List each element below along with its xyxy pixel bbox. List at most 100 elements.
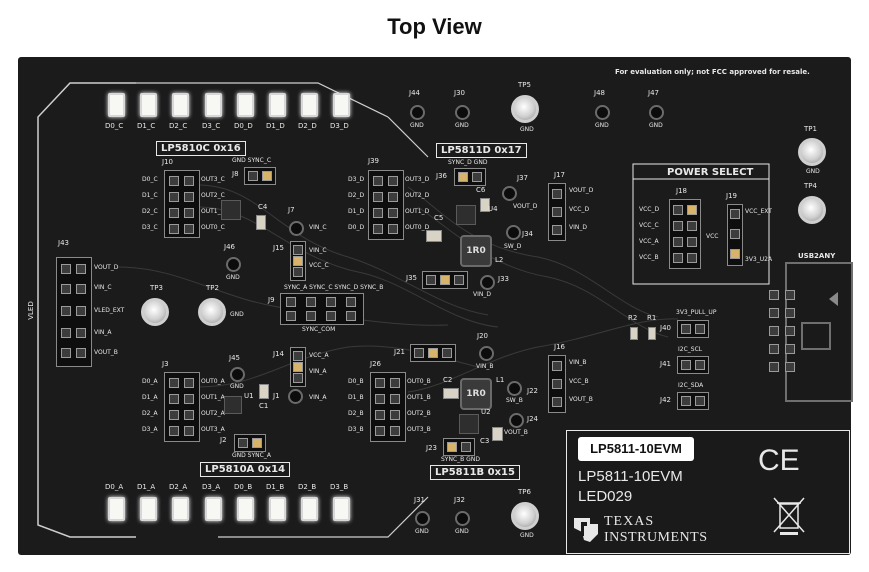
capacitor-c4 <box>256 215 266 230</box>
net-label: VIN_D <box>569 224 587 231</box>
net-label: VLED_EXT <box>94 307 125 314</box>
gnd-pin[interactable] <box>230 367 245 382</box>
net-label: VIN_A <box>309 368 327 375</box>
test-point-tp1[interactable] <box>798 138 826 166</box>
ref-u1: U1 <box>244 392 254 400</box>
ref-c1: C1 <box>259 402 269 410</box>
led-d3-d <box>333 93 350 117</box>
ref-j43: J43 <box>58 239 69 247</box>
jumper-j2[interactable] <box>234 434 266 452</box>
pin-label: VCC_C <box>639 222 659 229</box>
led-label: D3_A <box>202 483 221 491</box>
ref-j47: J47 <box>648 89 659 97</box>
jumper-j19[interactable] <box>727 204 743 266</box>
gnd-pin[interactable] <box>226 257 241 272</box>
ref-j22: J22 <box>527 387 538 395</box>
ref-j48: J48 <box>594 89 605 97</box>
pin-j20[interactable] <box>479 346 494 361</box>
jumper-j35[interactable] <box>422 271 468 289</box>
jumper-j40[interactable] <box>677 320 709 338</box>
net-label: SW_D <box>504 243 522 250</box>
pin-j34[interactable] <box>506 225 521 240</box>
led-label: D0_C <box>105 122 124 130</box>
ref-j24: J24 <box>527 415 538 423</box>
led-d2-d <box>301 93 318 117</box>
pin-j33[interactable] <box>480 275 495 290</box>
gnd-pin[interactable] <box>415 511 430 526</box>
pin-label: OUT3_A <box>201 426 225 433</box>
jumper-j42[interactable] <box>677 392 709 410</box>
jumper-j36[interactable] <box>454 168 486 186</box>
jumper-j23[interactable] <box>443 438 475 456</box>
header-j18[interactable] <box>669 199 701 269</box>
ref-j18: J18 <box>676 187 687 195</box>
net-label: I2C_SDA <box>678 382 704 389</box>
gnd-pin[interactable] <box>410 105 425 120</box>
led-d0-b <box>237 497 254 521</box>
header-j9[interactable] <box>280 293 364 325</box>
gnd-pin[interactable] <box>649 105 664 120</box>
ref-c2: C2 <box>443 376 453 384</box>
jumper-j8[interactable] <box>244 167 276 185</box>
net-label: VCC_B <box>569 378 589 385</box>
pin-label: D1_A <box>142 394 158 401</box>
ref-l1: L1 <box>496 376 505 384</box>
usb2any-connector[interactable] <box>785 262 853 402</box>
test-point-tp4[interactable] <box>798 196 826 224</box>
capacitor-c6 <box>480 198 490 212</box>
led-d3-c <box>205 93 222 117</box>
led-label: D0_D <box>234 122 253 130</box>
pin-label: D0_D <box>348 224 365 231</box>
pin-sw-b[interactable] <box>507 381 522 396</box>
pin-j37[interactable] <box>502 186 517 201</box>
net-label: SYNC_COM <box>302 326 336 333</box>
notice-text: For evaluation only; not FCC approved fo… <box>615 68 810 76</box>
ref-j10: J10 <box>162 158 173 166</box>
ref-j42: J42 <box>660 396 671 404</box>
net-label: VOUT_B <box>94 349 118 356</box>
resistor-r1 <box>648 327 656 340</box>
net-label: VOUT_D <box>569 187 594 194</box>
net-label: 3V3_PULL_UP <box>676 309 717 316</box>
header-j39[interactable] <box>368 170 404 240</box>
header-j3[interactable] <box>164 372 200 442</box>
pin-j24[interactable] <box>509 413 524 428</box>
test-point-tp2[interactable] <box>198 298 226 326</box>
ref-j35: J35 <box>406 274 417 282</box>
ref-j16: J16 <box>554 343 565 351</box>
ti-instruments: INSTRUMENTS <box>604 530 708 545</box>
page-title: Top View <box>387 14 482 39</box>
jumper-j21[interactable] <box>410 344 456 362</box>
jumper-j14[interactable] <box>290 347 306 387</box>
pin-j7[interactable] <box>289 221 304 236</box>
net-label: VOUT_B <box>569 396 593 403</box>
pin-label: VCC_D <box>639 206 660 213</box>
header-j26[interactable] <box>370 372 406 442</box>
header-j16[interactable] <box>548 355 566 413</box>
test-point-tp6[interactable] <box>511 502 539 530</box>
test-point-tp5[interactable] <box>511 95 539 123</box>
ref-j15: J15 <box>273 244 284 252</box>
led-d1-d <box>269 93 286 117</box>
header-j17[interactable] <box>548 183 566 241</box>
ref-j26: J26 <box>370 360 381 368</box>
net-label: VIN_A <box>309 394 327 401</box>
led-label: D3_D <box>330 122 349 130</box>
ref-j30: J30 <box>454 89 465 97</box>
led-d0-a <box>108 497 125 521</box>
jumper-j15[interactable] <box>290 241 306 281</box>
pin-j1[interactable] <box>288 389 303 404</box>
ic-lp5810a <box>224 396 242 414</box>
pin-label: OUT3_D <box>405 176 430 183</box>
gnd-label: GND <box>230 311 244 318</box>
gnd-pin[interactable] <box>455 511 470 526</box>
ref-j31: J31 <box>414 496 425 504</box>
header-j43[interactable] <box>56 257 92 367</box>
ti-logo: TEXAS INSTRUMENTS <box>572 512 722 548</box>
test-point-tp3[interactable] <box>141 298 169 326</box>
gnd-pin[interactable] <box>595 105 610 120</box>
ref-u4: U4 <box>488 205 498 213</box>
gnd-pin[interactable] <box>455 105 470 120</box>
jumper-j41[interactable] <box>677 356 709 374</box>
header-j10[interactable] <box>164 170 200 238</box>
